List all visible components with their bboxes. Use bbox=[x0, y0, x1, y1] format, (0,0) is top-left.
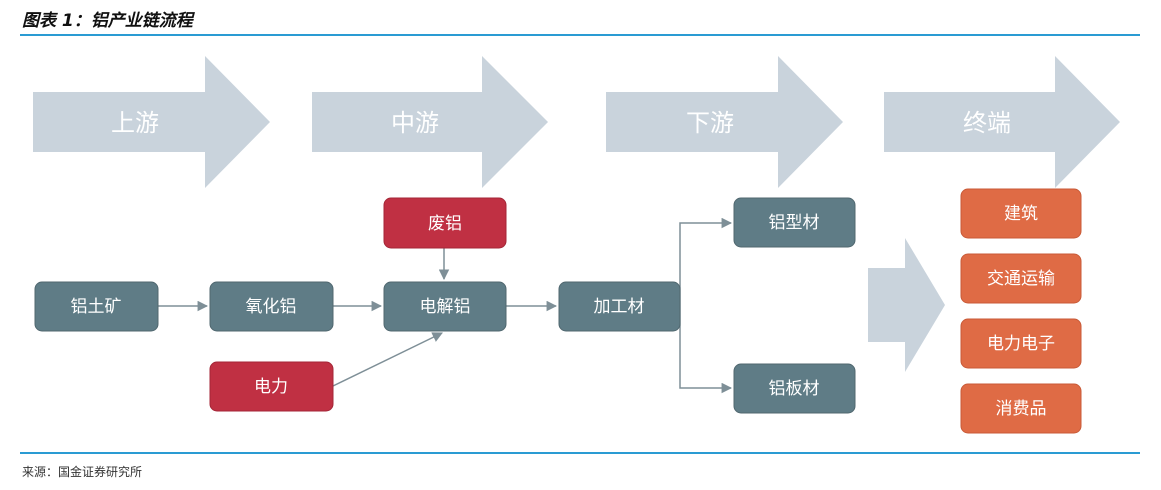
figure-title: 图表 1：铝产业链流程 bbox=[22, 11, 193, 31]
node-alumina-label: 氧化铝 bbox=[246, 297, 297, 317]
end-use-electronics: 电力电子 bbox=[960, 318, 1082, 369]
connector-electricity-electrolytic bbox=[332, 332, 443, 387]
node-scrap-aluminum-label: 废铝 bbox=[428, 214, 462, 234]
bottom-rule bbox=[20, 452, 1140, 454]
node-electrolytic-aluminum: 电解铝 bbox=[383, 281, 507, 332]
stage-label-downstream: 下游 bbox=[686, 109, 734, 137]
stage-arrow-midstream: 中游 bbox=[312, 56, 548, 188]
end-use-transportation: 交通运输 bbox=[960, 253, 1082, 304]
stage-label-midstream: 中游 bbox=[391, 109, 439, 137]
end-use-consumer-goods-label: 消费品 bbox=[996, 399, 1047, 419]
node-electricity-label: 电力 bbox=[254, 377, 288, 397]
node-processed-material: 加工材 bbox=[558, 281, 681, 332]
node-bauxite: 铝土矿 bbox=[34, 281, 159, 332]
stage-arrow-end: 终端 bbox=[884, 56, 1120, 188]
stage-arrow-upstream: 上游 bbox=[33, 56, 270, 188]
node-bauxite-label: 铝土矿 bbox=[71, 297, 122, 317]
connector-processed-sheet bbox=[679, 306, 733, 394]
figure-source: 来源：国金证券研究所 bbox=[22, 465, 143, 479]
end-use-transportation-label: 交通运输 bbox=[987, 269, 1055, 289]
stage-arrow-downstream: 下游 bbox=[606, 56, 843, 188]
node-aluminum-profile-label: 铝型材 bbox=[769, 213, 820, 233]
connector-processed-profile bbox=[679, 217, 733, 306]
node-aluminum-profile: 铝型材 bbox=[733, 197, 856, 248]
node-scrap-aluminum: 废铝 bbox=[383, 197, 507, 249]
end-use-electronics-label: 电力电子 bbox=[987, 334, 1055, 354]
end-use-construction: 建筑 bbox=[960, 188, 1082, 239]
node-alumina: 氧化铝 bbox=[209, 281, 334, 332]
end-use-arrow bbox=[868, 238, 945, 372]
stage-label-upstream: 上游 bbox=[111, 109, 159, 137]
node-aluminum-sheet-label: 铝板材 bbox=[769, 379, 820, 399]
end-use-consumer-goods: 消费品 bbox=[960, 383, 1082, 434]
top-rule bbox=[20, 34, 1140, 36]
node-electricity: 电力 bbox=[209, 361, 334, 412]
end-use-construction-label: 建筑 bbox=[1004, 204, 1038, 224]
node-aluminum-sheet: 铝板材 bbox=[733, 363, 856, 414]
node-processed-material-label: 加工材 bbox=[594, 297, 645, 317]
stage-label-end: 终端 bbox=[963, 109, 1011, 137]
node-electrolytic-aluminum-label: 电解铝 bbox=[420, 297, 471, 317]
